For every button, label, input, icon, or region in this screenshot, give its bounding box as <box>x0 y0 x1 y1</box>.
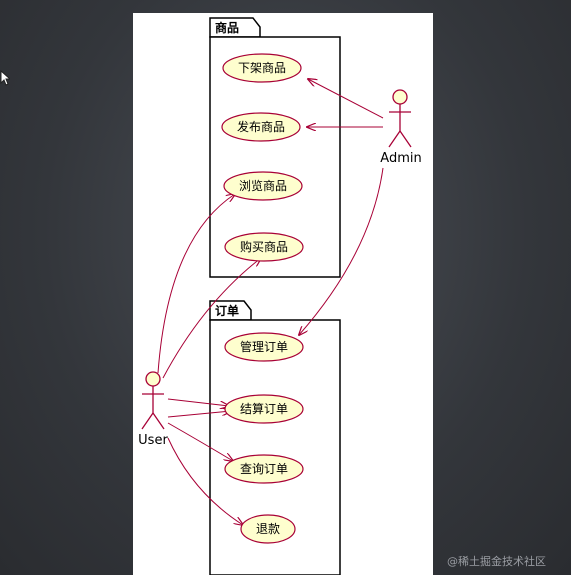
usecase-label: 查询订单 <box>240 462 288 476</box>
edge-admin-delist <box>308 79 384 119</box>
usecase-label: 下架商品 <box>238 60 286 75</box>
package-goods-title: 商品 <box>215 20 239 35</box>
mouse-cursor-icon <box>0 69 12 90</box>
actor-user: User <box>138 371 168 448</box>
usecase-browse: 浏览商品 <box>223 171 303 201</box>
watermark: @稀土掘金技术社区 <box>447 555 546 568</box>
actor-admin: Admin <box>380 89 422 166</box>
actor-user-label: User <box>138 433 168 448</box>
package-orders-title: 订单 <box>215 303 239 318</box>
usecase-label: 购买商品 <box>240 239 288 254</box>
usecase-label: 管理订单 <box>240 339 288 354</box>
usecase-label: 浏览商品 <box>239 178 287 193</box>
edge-user-checkout <box>167 398 229 406</box>
associations <box>157 79 384 525</box>
edge-user-browse <box>157 194 235 374</box>
usecase-buy: 购买商品 <box>224 232 304 262</box>
usecase-publish: 发布商品 <box>221 112 301 142</box>
usecase-checkout: 结算订单 <box>224 394 304 424</box>
stick-figure-icon <box>141 371 165 430</box>
stick-figure-icon <box>388 89 412 148</box>
edge-user-query <box>167 422 233 461</box>
usecase-label: 发布商品 <box>237 119 285 134</box>
usecase-refund: 退款 <box>240 514 296 544</box>
edge-user-refund <box>167 437 243 525</box>
usecase-label: 退款 <box>256 522 280 536</box>
actor-admin-label: Admin <box>380 151 421 166</box>
edge-user-checkout-2 <box>167 411 231 418</box>
usecase-manage: 管理订单 <box>224 332 304 362</box>
edge-admin-manage <box>299 167 384 335</box>
usecase-label: 结算订单 <box>240 401 288 416</box>
edge-user-buy <box>162 258 261 379</box>
diagram-canvas: 商品 订单 下架商品 发布商品 <box>133 13 433 575</box>
use-case-diagram: 商品 订单 下架商品 发布商品 <box>138 17 422 575</box>
usecase-query: 查询订单 <box>224 454 304 484</box>
usecase-delist: 下架商品 <box>222 53 302 83</box>
